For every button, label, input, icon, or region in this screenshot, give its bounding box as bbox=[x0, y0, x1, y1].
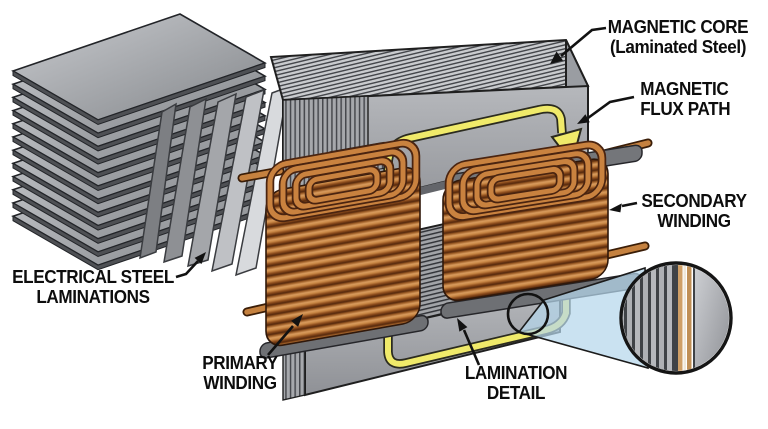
magnetic-flux-path-label: MAGNETIC FLUX PATH bbox=[640, 79, 762, 119]
leader-lamination-detail bbox=[462, 329, 481, 366]
insulation-layer bbox=[678, 265, 683, 371]
leader-secondary-winding bbox=[621, 201, 638, 208]
secondary-winding-label: SECONDARY WINDING bbox=[624, 191, 765, 231]
vertical-lamination-sheets bbox=[139, 85, 289, 277]
secondary-winding-label-line1: SECONDARY bbox=[641, 191, 747, 211]
leader-electrical-steel bbox=[175, 260, 199, 279]
arrowhead-primary-winding bbox=[291, 314, 303, 327]
leader-magnetic-core bbox=[560, 26, 607, 57]
electrical-steel-laminations-label: ELECTRICAL STEEL LAMINATIONS bbox=[7, 267, 180, 307]
lamination-detail-label-line2: DETAIL bbox=[486, 383, 546, 403]
primary-winding-label-line1: PRIMARY bbox=[202, 353, 278, 373]
magnetic-core-label-line1: MAGNETIC CORE bbox=[607, 17, 749, 37]
secondary-winding bbox=[440, 140, 643, 319]
electrical-steel-label-line1: ELECTRICAL STEEL bbox=[12, 267, 174, 287]
zoom-cone bbox=[517, 266, 649, 370]
leader-arrows bbox=[175, 26, 638, 366]
lamination-detail-label-line1: LAMINATION bbox=[464, 363, 568, 383]
secondary-winding-label-line2: WINDING bbox=[657, 211, 731, 231]
magnetic-core-label-line2: (Laminated Steel) bbox=[609, 37, 747, 57]
primary-winding-label: PRIMARY WINDING bbox=[181, 353, 299, 393]
magnetic-core-label: MAGNETIC CORE (Laminated Steel) bbox=[593, 17, 764, 57]
arrowhead-flux-path bbox=[577, 114, 590, 124]
detail-source-circle bbox=[506, 292, 550, 336]
lamination-detail-label: LAMINATION DETAIL bbox=[453, 363, 578, 403]
magnetic-flux-label-line1: MAGNETIC bbox=[640, 79, 729, 99]
arrowhead-magnetic-core bbox=[550, 51, 563, 64]
arrowhead-secondary-winding bbox=[609, 203, 622, 213]
magnetic-flux-label-line2: FLUX PATH bbox=[640, 99, 731, 119]
lamination-detail-callout bbox=[619, 261, 733, 375]
leader-flux-path bbox=[587, 95, 635, 120]
arrowhead-lamination-detail bbox=[457, 318, 468, 332]
electrical-steel-label-line2: LAMINATIONS bbox=[36, 287, 150, 307]
arrowhead-electrical-steel bbox=[194, 252, 206, 265]
primary-winding-label-line2: WINDING bbox=[203, 373, 277, 393]
primary-winding bbox=[259, 138, 429, 359]
secondary-top-turns bbox=[444, 140, 607, 221]
primary-top-turns bbox=[265, 138, 421, 223]
leader-primary-winding bbox=[267, 325, 294, 356]
